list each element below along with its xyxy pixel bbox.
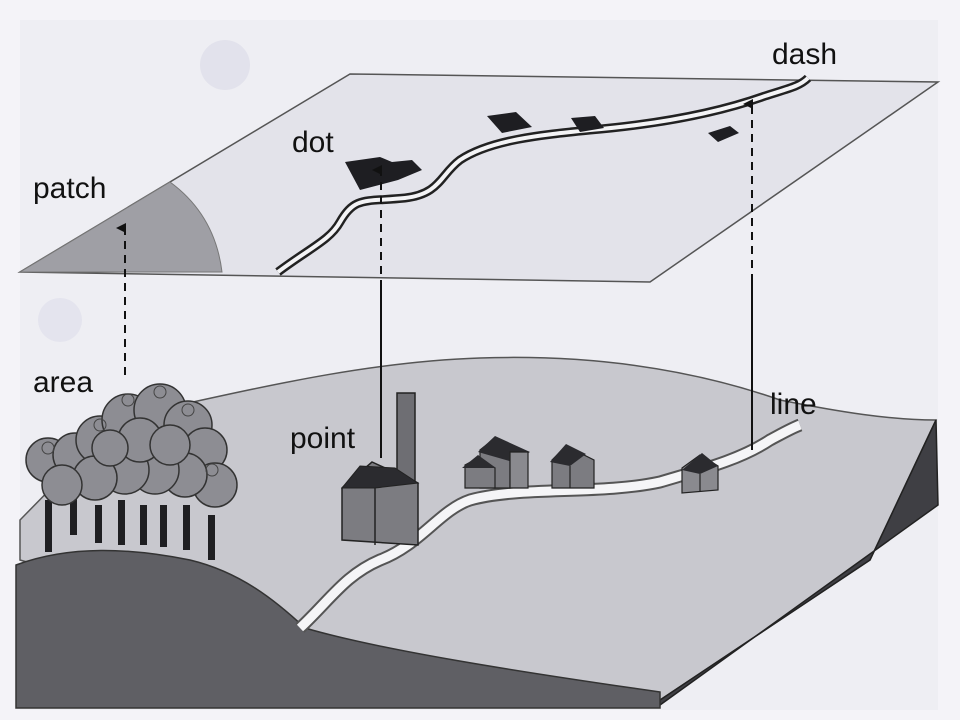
dot-symbol [345,157,422,190]
dot-symbol [571,116,604,132]
dot-symbol [708,126,739,142]
label-dot: dot [292,126,334,159]
faint-page-circle [200,40,250,90]
label-patch: patch [33,172,106,205]
label-point: point [290,422,356,455]
dot-symbol [487,112,532,133]
forest-area-feature [25,383,238,560]
faint-page-circle [38,298,82,342]
label-dash: dash [772,38,837,71]
label-area: area [33,366,93,399]
house-building [550,444,595,489]
label-line: line [770,388,817,421]
foreground-hill [15,549,661,709]
house-building [462,436,530,489]
house-building [681,453,719,494]
terrain-block [15,356,939,709]
factory-building [340,392,420,546]
